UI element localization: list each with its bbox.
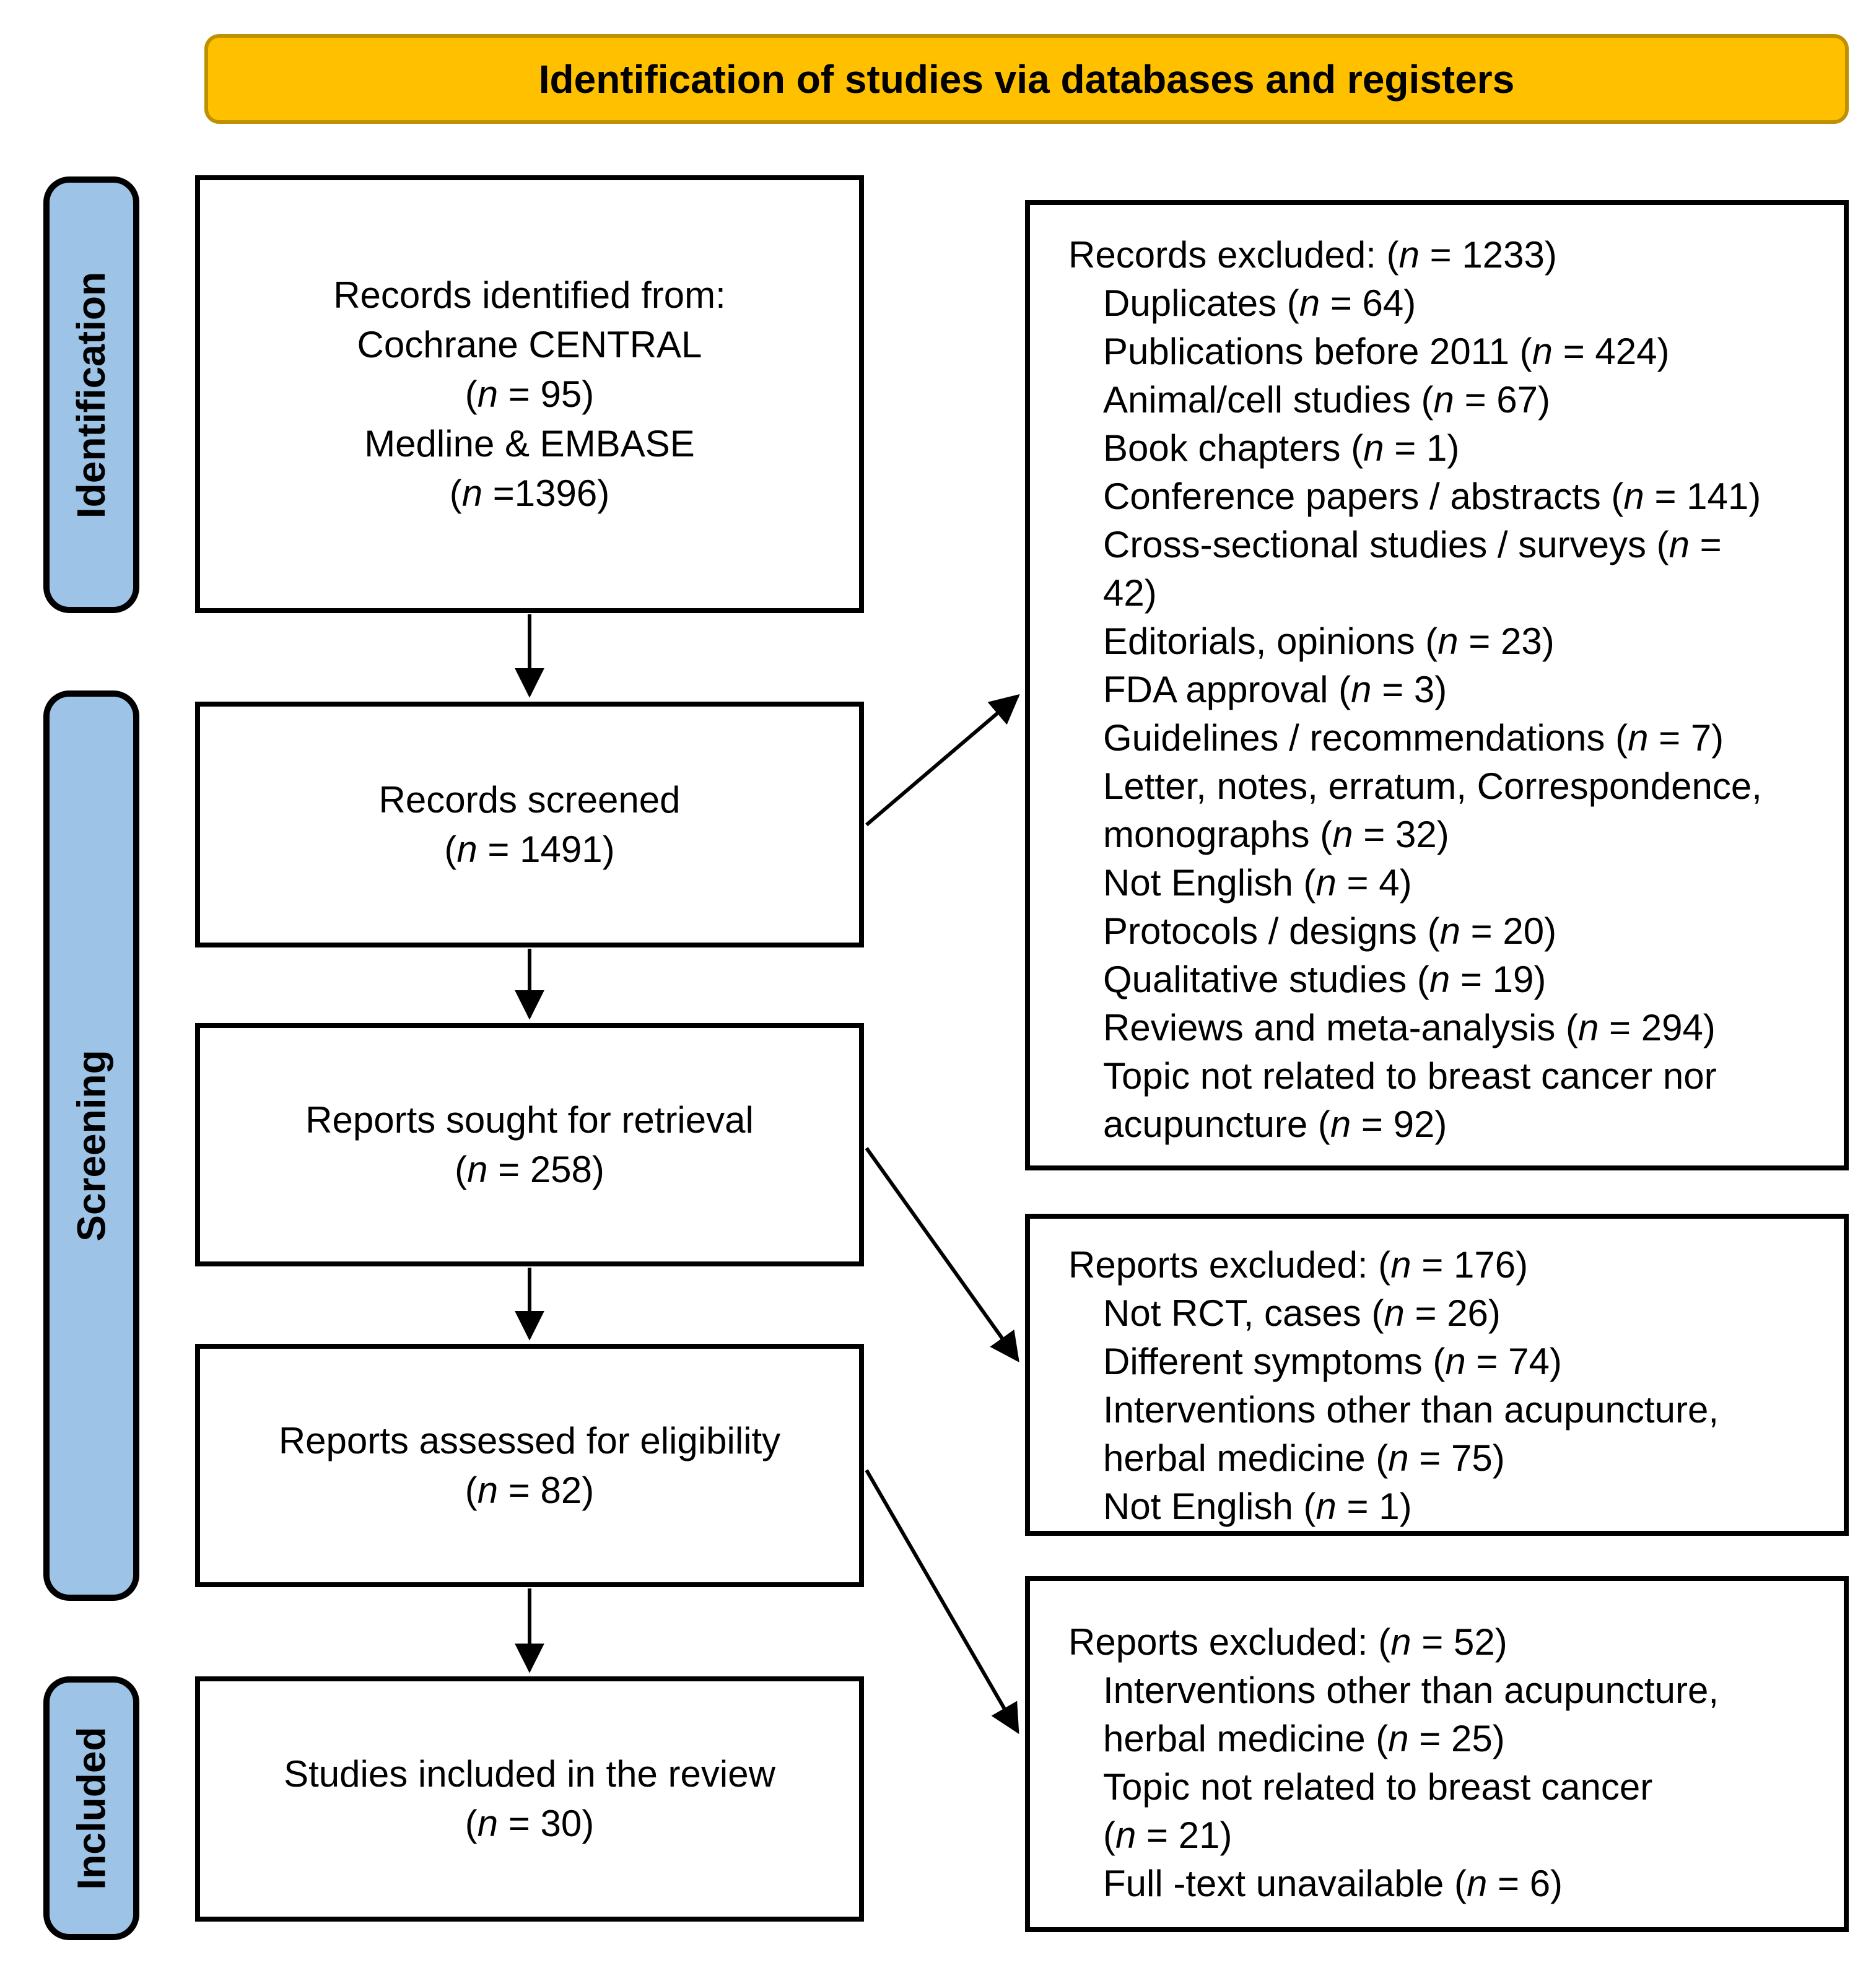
- exclusion-reason: Editorials, opinions (n = 23): [1103, 621, 1555, 662]
- exclusion-reason: Full -text unavailable (n = 6): [1103, 1863, 1563, 1904]
- exclusion-reason: Reviews and meta-analysis (n = 294): [1103, 1007, 1716, 1048]
- exclusion-reason: Not RCT, cases (n = 26): [1103, 1292, 1501, 1334]
- records-excluded-header: Records excluded: (n = 1233): [1068, 234, 1557, 276]
- exclusion-reason: Protocols / designs (n = 20): [1103, 910, 1557, 952]
- arrow-assessed-to-reports-excluded-2: [865, 1469, 1019, 1735]
- stage-label-included: Included: [43, 1676, 139, 1940]
- stage-label-screening: Screening: [43, 690, 139, 1601]
- reports-excluded-1-header: Reports excluded: (n = 176): [1068, 1244, 1529, 1286]
- exclusion-reason: Qualitative studies (n = 19): [1103, 959, 1547, 1000]
- box-studies-included: Studies included in the review (n = 30): [195, 1676, 864, 1922]
- exclusion-reason: Topic not related to breast cancer nor a…: [1103, 1055, 1717, 1145]
- box-records-identified-text: Records identified from: Cochrane CENTRA…: [333, 274, 726, 514]
- exclusion-reason: Cross-sectional studies / surveys (n = 4…: [1103, 524, 1722, 614]
- box-reports-sought-text: Reports sought for retrieval (n = 258): [305, 1099, 754, 1190]
- banner-title: Identification of studies via databases …: [538, 56, 1515, 102]
- exclusion-reason: Publications before 2011 (n = 424): [1103, 331, 1670, 372]
- exclusion-reason: Not English (n = 4): [1103, 862, 1412, 904]
- box-studies-included-text: Studies included in the review (n = 30): [284, 1753, 775, 1844]
- exclusion-reason: Animal/cell studies (n = 67): [1103, 379, 1551, 420]
- exclusion-reason: FDA approval (n = 3): [1103, 669, 1447, 710]
- box-records-identified: Records identified from: Cochrane CENTRA…: [195, 175, 864, 613]
- exclusion-reason: Topic not related to breast cancer (n = …: [1103, 1766, 1653, 1856]
- box-reports-assessed-text: Reports assessed for eligibility (n = 82…: [278, 1419, 781, 1511]
- stage-label-identification: Identification: [43, 176, 139, 613]
- arrow-screened-to-records-excluded: [865, 694, 1020, 827]
- box-reports-sought: Reports sought for retrieval (n = 258): [195, 1023, 864, 1266]
- box-reports-assessed: Reports assessed for eligibility (n = 82…: [195, 1344, 864, 1587]
- exclusion-reason: Not English (n = 1): [1103, 1486, 1412, 1527]
- banner-identification-via-databases: Identification of studies via databases …: [204, 34, 1849, 124]
- stage-label-screening-text: Screening: [69, 1050, 114, 1242]
- exclusion-reason: Interventions other than acupuncture, he…: [1103, 1670, 1719, 1759]
- exclusion-reason: Duplicates (n = 64): [1103, 282, 1416, 324]
- box-records-screened: Records screened (n = 1491): [195, 702, 864, 947]
- exclusion-reason: Letter, notes, erratum, Correspondence, …: [1103, 765, 1762, 855]
- box-records-excluded: Records excluded: (n = 1233) Duplicates …: [1025, 200, 1849, 1170]
- box-records-screened-text: Records screened (n = 1491): [378, 778, 681, 870]
- stage-label-identification-text: Identification: [69, 271, 114, 518]
- reports-excluded-2-header: Reports excluded: (n = 52): [1068, 1621, 1507, 1663]
- exclusion-reason: Book chapters (n = 1): [1103, 427, 1460, 469]
- exclusion-reason: Conference papers / abstracts (n = 141): [1103, 476, 1761, 517]
- stage-label-included-text: Included: [69, 1727, 114, 1890]
- exclusion-reason: Different symptoms (n = 74): [1103, 1341, 1562, 1382]
- exclusion-reason: Guidelines / recommendations (n = 7): [1103, 717, 1724, 759]
- box-reports-excluded-2: Reports excluded: (n = 52) Interventions…: [1025, 1576, 1849, 1932]
- box-reports-excluded-1: Reports excluded: (n = 176) Not RCT, cas…: [1025, 1214, 1849, 1536]
- arrow-sought-to-reports-excluded-1: [865, 1147, 1019, 1362]
- exclusion-reason: Interventions other than acupuncture, he…: [1103, 1389, 1719, 1479]
